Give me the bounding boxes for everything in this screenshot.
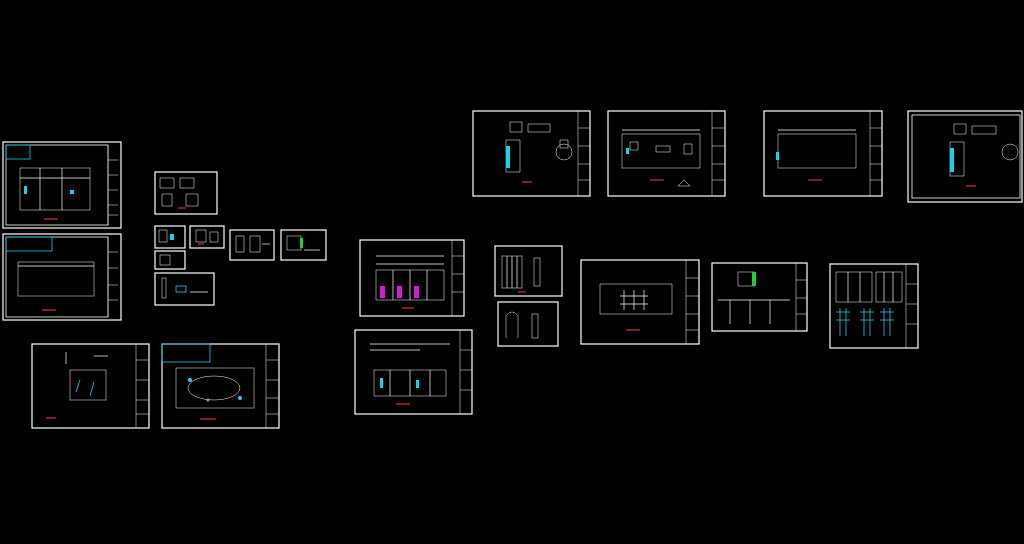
drawing-sheet-section-13[interactable] bbox=[354, 329, 473, 415]
drawing-sheet-plan-2[interactable] bbox=[2, 233, 122, 321]
drawing-sheet-door-14[interactable] bbox=[494, 245, 563, 297]
drawing-sheet-elevation-17[interactable] bbox=[711, 262, 808, 332]
drawing-sheet-detail-8[interactable] bbox=[229, 229, 275, 261]
drawing-sheet-detail-4[interactable] bbox=[154, 225, 186, 249]
drawing-sheet-section-19[interactable] bbox=[472, 110, 591, 197]
drawing-sheet-grid-16[interactable] bbox=[580, 259, 700, 345]
drawing-sheet-floorplan-1[interactable] bbox=[2, 141, 122, 229]
drawing-sheet-panels-18[interactable] bbox=[829, 263, 919, 349]
drawing-sheet-section-22[interactable] bbox=[907, 110, 1023, 203]
drawing-sheet-door-15[interactable] bbox=[497, 301, 559, 347]
drawing-sheet-detail-6[interactable] bbox=[154, 250, 186, 270]
drawing-sheet-ceiling-11[interactable] bbox=[161, 343, 280, 429]
drawing-sheet-elevation-10[interactable] bbox=[31, 343, 150, 429]
drawing-sheet-detail-5[interactable] bbox=[189, 225, 225, 249]
legend-box bbox=[5, 144, 31, 160]
drawing-sheet-detail-9[interactable] bbox=[280, 229, 327, 261]
drawing-sheet-detail-3[interactable] bbox=[154, 171, 218, 215]
drawing-sheet-detail-7[interactable] bbox=[154, 272, 215, 306]
drawing-sheet-plan-21[interactable] bbox=[763, 110, 883, 197]
drawing-sheet-elevation-12[interactable] bbox=[359, 239, 465, 317]
drawing-sheet-floorplan-20[interactable] bbox=[607, 110, 726, 197]
